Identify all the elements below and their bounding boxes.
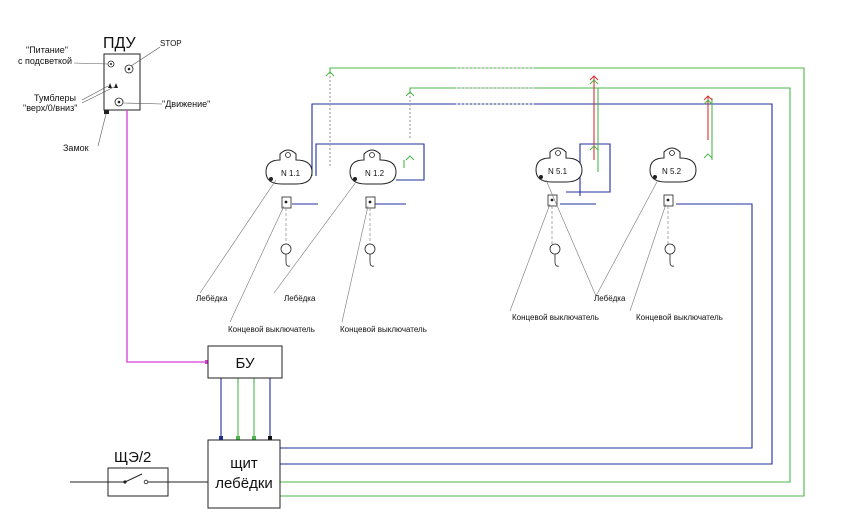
winch-label: Лебёдка	[284, 294, 316, 303]
limit-switch-label: Концевой выключатель	[512, 313, 599, 322]
winch-n11: N 1.1	[265, 149, 313, 267]
toggles-label-sub: "верх/0/вниз"	[23, 103, 77, 113]
winch-id: N 5.2	[662, 167, 682, 176]
power-supply: ЩЭ/2	[70, 449, 208, 497]
power-supply-label: ЩЭ/2	[114, 449, 151, 466]
control-unit-label: БУ	[235, 355, 254, 372]
limit-switch-label: Концевой выключатель	[228, 325, 315, 334]
switch-blade-icon	[124, 473, 143, 483]
winch-label: Лебёдка	[196, 294, 228, 303]
lock-icon	[104, 110, 109, 114]
toggles-label: Тумблеры	[34, 93, 76, 103]
winch-id: N 5.1	[548, 167, 568, 176]
feeder-blue-1	[280, 103, 773, 465]
toggle-switch-icon	[114, 83, 118, 88]
control-cable	[126, 110, 208, 363]
hook-icon	[664, 243, 676, 255]
feeder-blue-2	[280, 203, 753, 449]
callouts	[199, 179, 667, 323]
winch-panel-label-sub: лебёдки	[215, 475, 273, 492]
power-label: "Питание"	[26, 45, 68, 55]
arrow-markers	[325, 71, 713, 161]
limit-switch-label: Концевой выключатель	[636, 313, 723, 322]
control-panel-title: ПДУ	[103, 35, 137, 52]
motion-label: "Движение"	[162, 99, 210, 109]
power-label-sub: с подсветкой	[18, 56, 72, 66]
hook-icon	[364, 243, 376, 255]
labels: Лебёдка Лебёдка Лебёдка Концевой выключа…	[196, 294, 723, 334]
winch-id: N 1.1	[281, 169, 301, 178]
winch-id: N 1.2	[365, 169, 385, 178]
winch-n52: N 5.2	[649, 147, 697, 267]
winch-panel: щит лебёдки	[207, 439, 281, 509]
feeder-green-1	[280, 67, 805, 497]
toggle-switch-icon	[108, 83, 112, 88]
limit-switch-label: Концевой выключатель	[340, 325, 427, 334]
winch-label: Лебёдка	[594, 294, 626, 303]
hook-icon	[549, 243, 561, 255]
control-unit: БУ	[207, 345, 283, 379]
control-panel: ПДУ "Питание" с подсветкой STOP Тумблеры…	[18, 35, 210, 153]
feeder-green-2	[280, 87, 791, 483]
hook-icon	[280, 243, 292, 255]
winch-n12: N 1.2	[349, 149, 397, 267]
winch-n51: N 5.1	[535, 147, 583, 267]
stop-label: STOP	[160, 39, 182, 48]
winch-panel-label: щит	[230, 455, 258, 472]
wiring	[126, 67, 805, 497]
feeder-blue-3	[566, 143, 611, 196]
lock-label: Замок	[63, 143, 89, 153]
